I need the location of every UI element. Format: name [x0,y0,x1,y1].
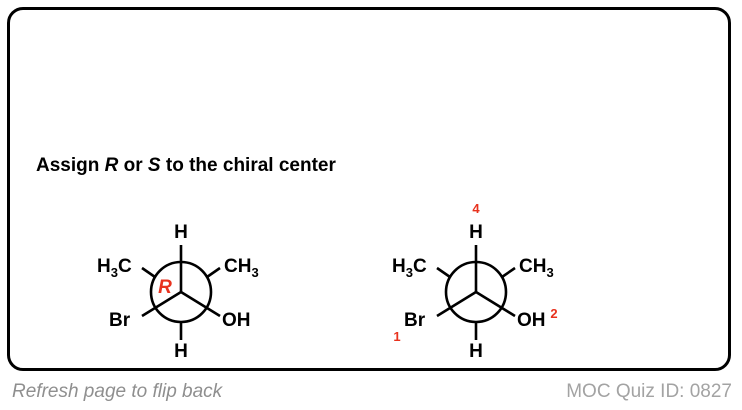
quiz-id: MOC Quiz ID: 0827 [566,381,732,402]
left-methyl-left: H3C [97,256,132,280]
quiz-card[interactable] [7,7,731,371]
s-letter: S [147,155,161,176]
right-bottom-h: H [469,341,483,362]
question-prompt: Assign R or S to the chiral center [36,155,336,176]
priority-1-label: 1 [393,329,400,344]
refresh-hint: Refresh page to flip back [12,381,223,402]
left-r-assignment: R [158,277,172,298]
left-hydroxyl: OH [222,310,251,331]
right-methyl-left: H3C [392,256,427,280]
left-bromine: Br [109,310,131,331]
left-top-h: H [174,222,188,243]
left-methyl-right: CH3 [224,256,259,280]
priority-4-label: 4 [472,201,480,216]
left-bottom-h: H [174,341,188,362]
right-newman-projection: H H H3C CH3 Br OH 4 1 2 [392,201,558,362]
left-newman-projection: H H H3C CH3 Br OH R [97,222,259,362]
right-bromine: Br [404,310,426,331]
r-letter: R [104,155,119,176]
right-top-h: H [469,222,483,243]
right-hydroxyl: OH [517,310,546,331]
priority-2-label: 2 [550,306,557,321]
right-methyl-right: CH3 [519,256,554,280]
